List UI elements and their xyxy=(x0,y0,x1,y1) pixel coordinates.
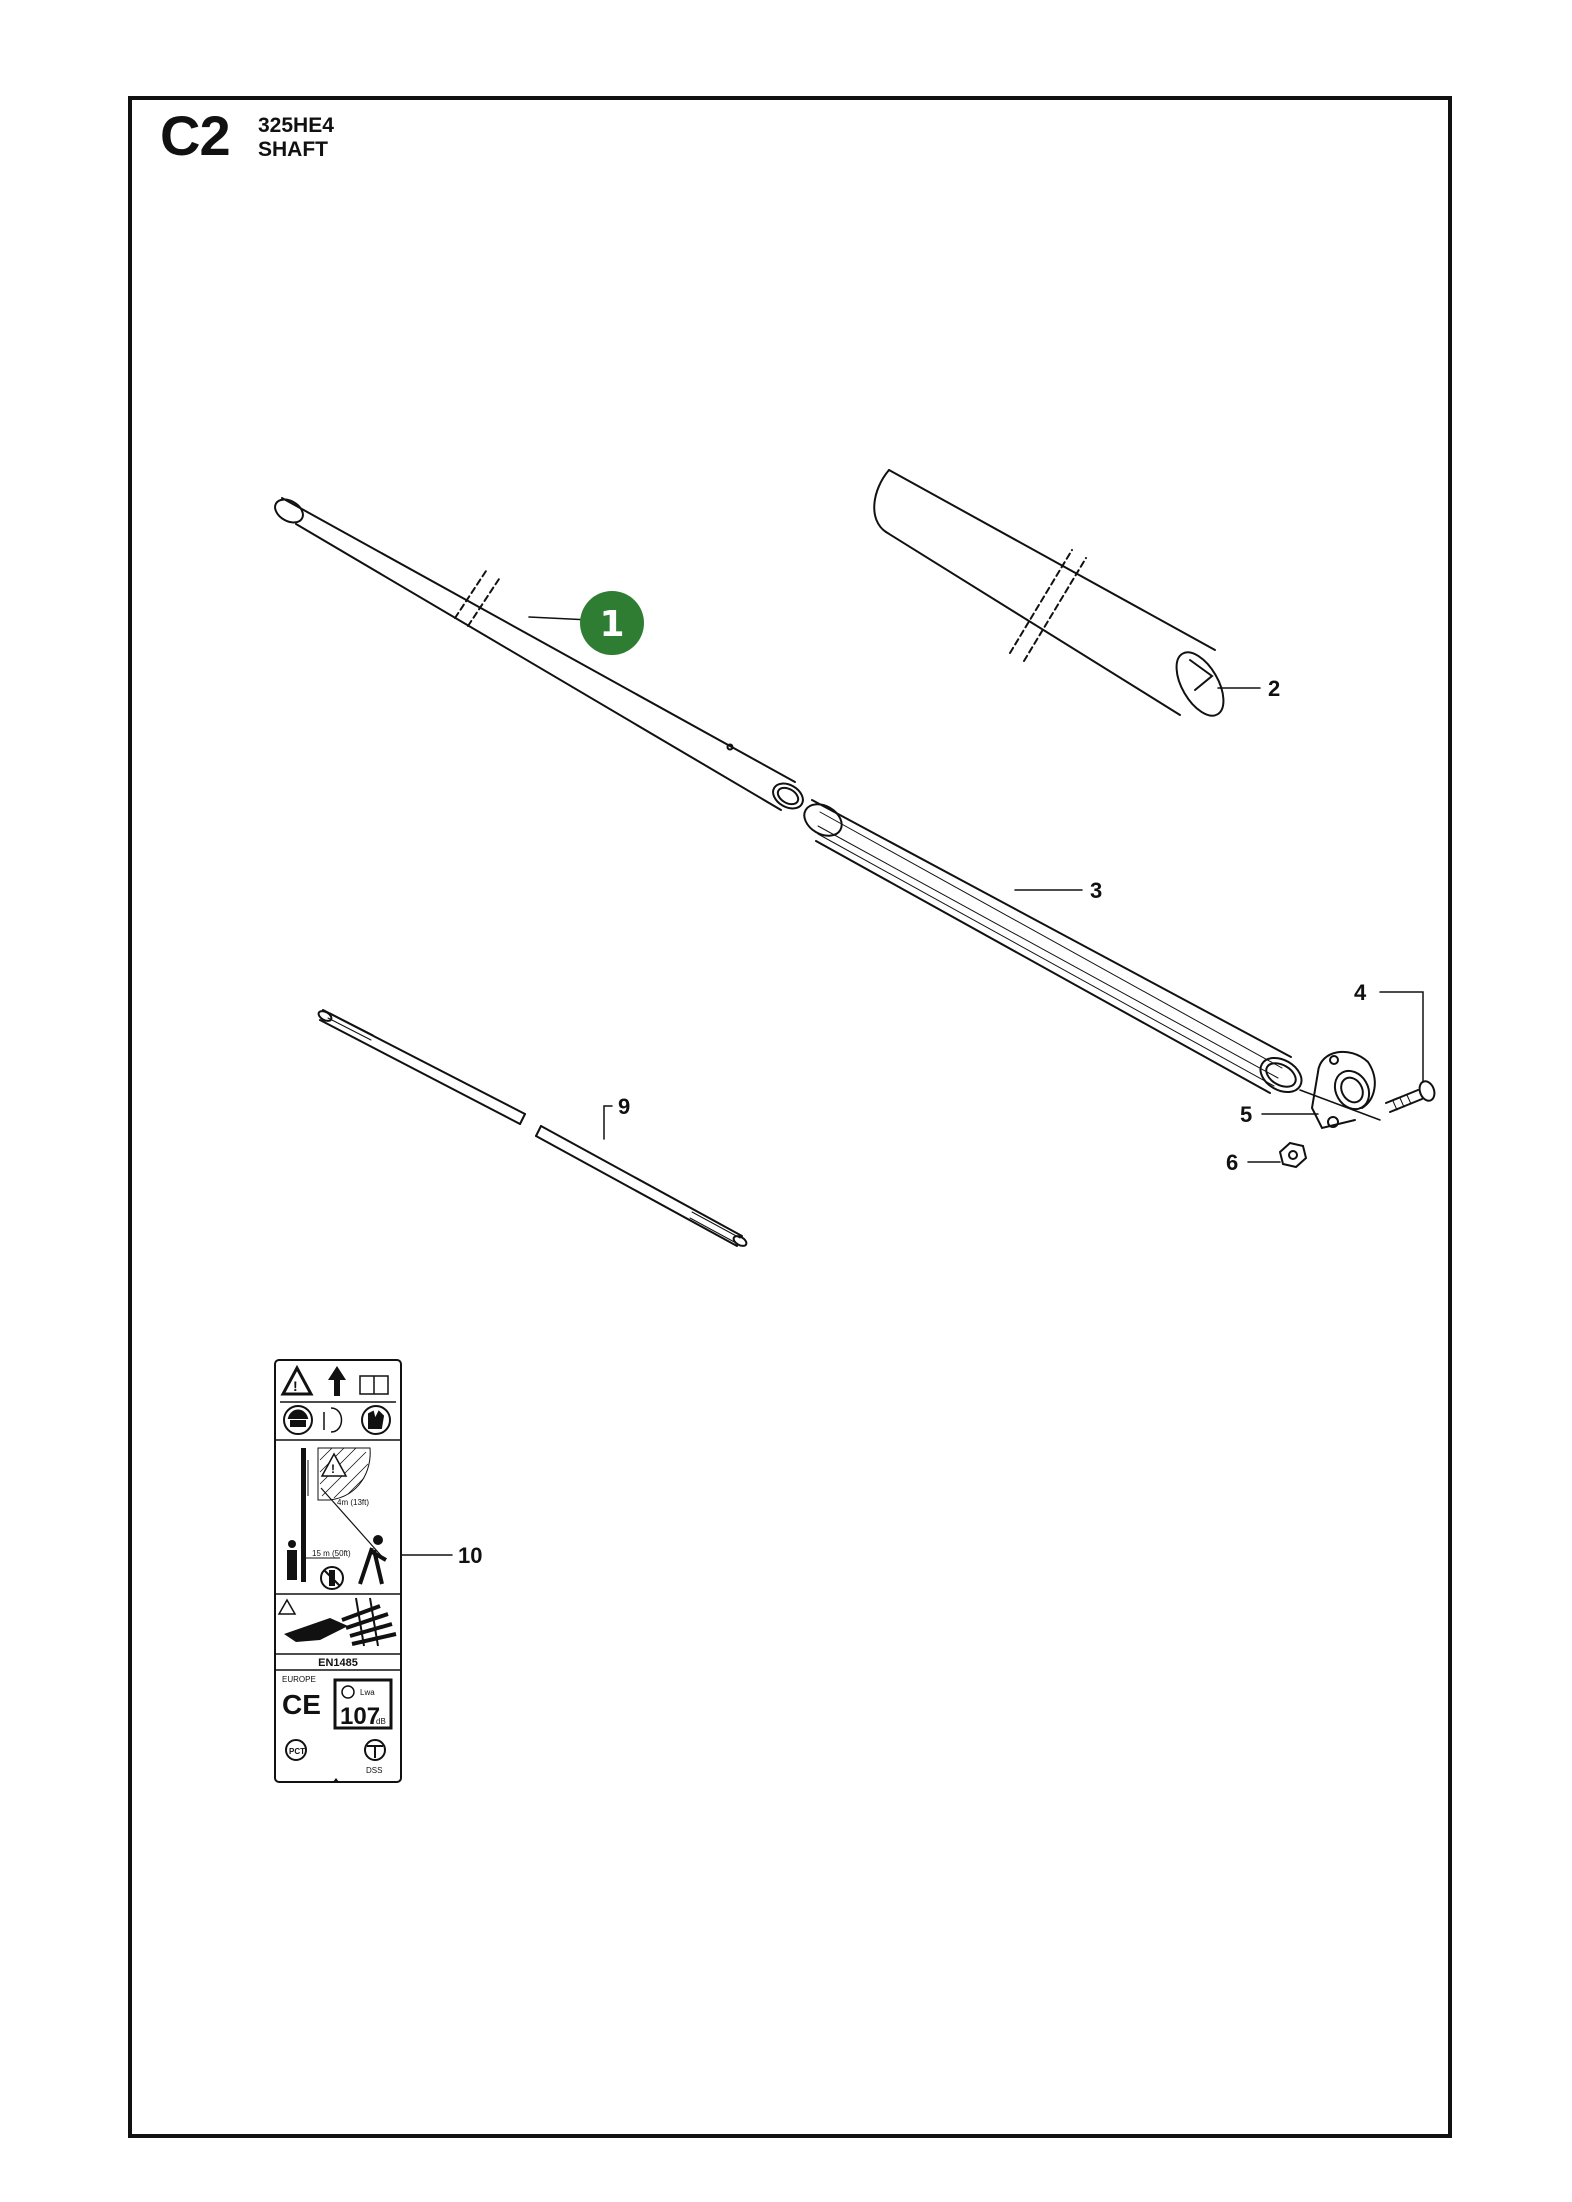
noise-value: 107 xyxy=(340,1703,380,1730)
model-number: 325HE4 xyxy=(258,114,334,137)
leader-4 xyxy=(1379,991,1424,1083)
part-9-drive-shaft xyxy=(317,1009,748,1247)
svg-text:!: ! xyxy=(331,1462,335,1476)
decal-standard: EN1485 xyxy=(318,1657,358,1669)
leader-9 xyxy=(603,1105,613,1140)
decal-distance-top: 4m (13ft) xyxy=(337,1498,369,1507)
callout-10-label[interactable]: 10 xyxy=(458,1543,482,1568)
part-6-nut xyxy=(1278,1141,1308,1169)
no-bystanders-icon xyxy=(320,1566,344,1590)
manual-book-icon xyxy=(359,1375,389,1395)
part-4-screw xyxy=(1385,1080,1436,1113)
section-code: C2 xyxy=(160,104,231,167)
warning-triangle-icon: ! xyxy=(280,1364,314,1396)
callout-2-label[interactable]: 2 xyxy=(1268,676,1280,701)
page-frame xyxy=(128,96,1452,2138)
noise-level-box: Lwa 107 dB xyxy=(333,1678,393,1730)
svg-text:PCT: PCT xyxy=(289,1747,305,1756)
noise-unit: dB xyxy=(376,1717,386,1726)
ear-protection-icon xyxy=(323,1407,343,1433)
arrow-up-icon xyxy=(328,1366,346,1396)
ce-mark: CE xyxy=(282,1689,321,1720)
certification-mark-right-icon: DSS xyxy=(364,1739,386,1775)
callout-6-label[interactable]: 6 xyxy=(1226,1150,1238,1175)
callout-4-label[interactable]: 4 xyxy=(1354,980,1367,1005)
decal-distance-bottom: 15 m (50ft) xyxy=(312,1549,351,1558)
decal-region: EUROPE xyxy=(282,1675,316,1684)
callout-1-badge[interactable]: 1 xyxy=(580,591,644,655)
helmet-protection-icon xyxy=(283,1405,313,1435)
power-line-hazard-illustration: ! 4m (13ft) 15 m (50ft) xyxy=(287,1447,387,1590)
leader-1 xyxy=(528,616,591,621)
sound-icon xyxy=(341,1685,355,1699)
glove-protection-icon xyxy=(361,1405,391,1435)
part-1-inner-tube xyxy=(274,497,804,811)
callout-3-label[interactable]: 3 xyxy=(1090,878,1102,903)
svg-text:!: ! xyxy=(293,1378,298,1394)
model-and-title: 325HE4 SHAFT xyxy=(258,114,334,162)
part-2-outer-tube xyxy=(873,469,1225,717)
part-5-clamp xyxy=(1299,1050,1381,1130)
noise-label: Lwa xyxy=(360,1688,375,1697)
callout-5-label[interactable]: 5 xyxy=(1240,1102,1252,1127)
part-3-shaft-sleeve xyxy=(803,799,1303,1094)
callout-1-label: 1 xyxy=(599,604,624,645)
page-title: SHAFT xyxy=(258,138,328,161)
part-10-warning-decal: ! xyxy=(274,1359,402,1783)
svg-text:DSS: DSS xyxy=(366,1766,382,1775)
hand-cutting-hazard-illustration xyxy=(277,1597,397,1647)
callout-9-label[interactable]: 9 xyxy=(618,1094,630,1119)
certification-mark-left-icon: PCT xyxy=(285,1739,307,1761)
